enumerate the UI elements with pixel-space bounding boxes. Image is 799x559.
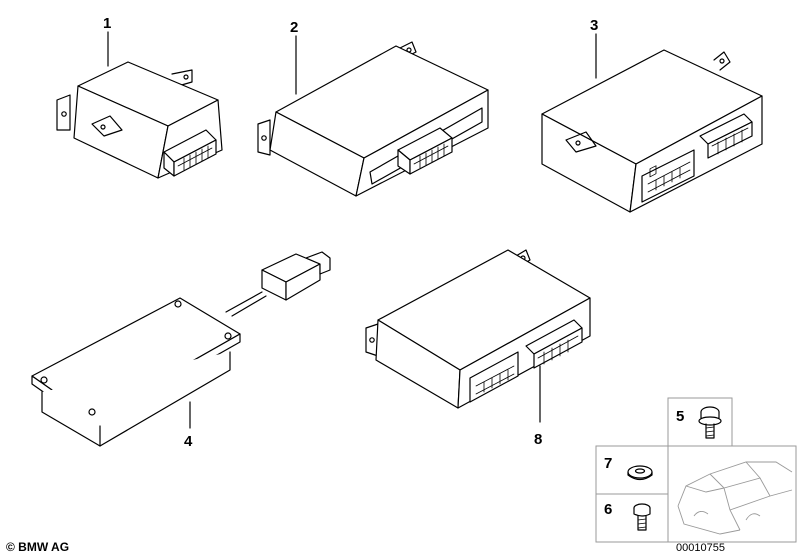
copyright-label: © BMW AG [6,540,70,554]
control-unit-1-icon [56,31,223,179]
callout-4: 4 [184,433,193,450]
callout-7: 7 [604,455,612,472]
callout-5: 5 [676,408,684,425]
callout-8: 8 [534,431,542,448]
screw-6-icon [633,503,651,531]
control-unit-2-icon [257,35,489,197]
antenna-module-4-icon [31,251,331,447]
washer-7-icon [627,465,653,481]
document-number: 00010755 [676,542,725,554]
car-silhouette-icon [677,461,793,535]
callout-3: 3 [590,17,598,34]
callout-1: 1 [103,15,111,32]
control-unit-8-icon [365,249,591,423]
callout-2: 2 [290,19,298,36]
callout-6: 6 [604,501,612,518]
hex-bolt-5-icon [698,406,722,439]
small-parts-grid [595,397,797,543]
control-unit-3-icon [541,33,763,213]
